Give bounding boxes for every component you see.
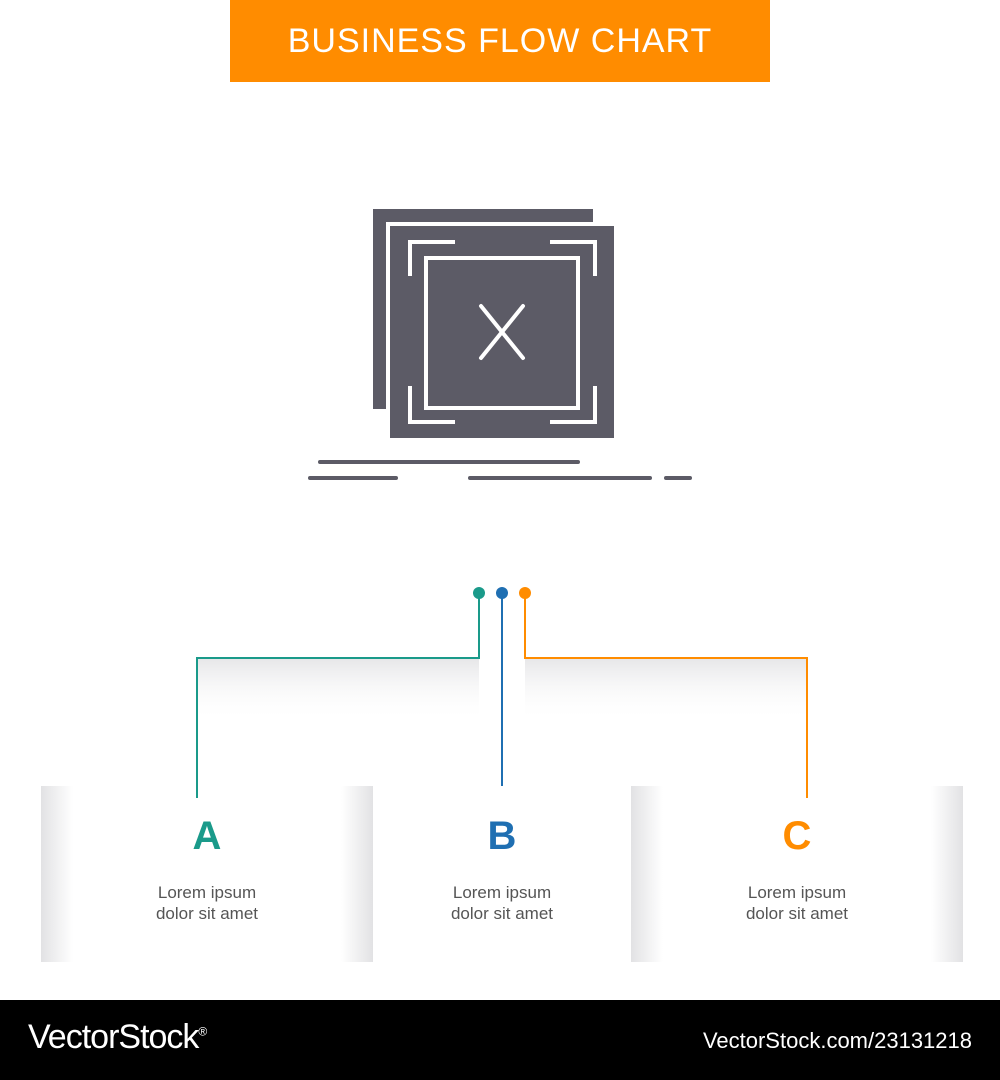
page-title: BUSINESS FLOW CHART <box>287 21 713 60</box>
connector-line-c <box>524 598 808 798</box>
option-text-a: Lorem ipsum dolor sit amet <box>41 882 373 924</box>
registered-mark: ® <box>198 1024 207 1039</box>
connector-dot-c <box>519 587 531 599</box>
option-text-line: Lorem ipsum <box>452 883 552 902</box>
option-panel-b: B Lorem ipsum dolor sit amet <box>373 786 631 962</box>
close-window-icon-graphic <box>308 209 692 480</box>
panel-shade <box>41 786 73 962</box>
option-text-c: Lorem ipsum dolor sit amet <box>631 882 963 924</box>
connector-dot-a <box>473 587 485 599</box>
x-mark <box>479 304 525 360</box>
connector-dot-b <box>496 587 508 599</box>
panel-shade <box>341 786 373 962</box>
option-text-b: Lorem ipsum dolor sit amet <box>373 882 631 924</box>
option-text-line: Lorem ipsum <box>157 883 257 902</box>
panel-shade <box>631 786 663 962</box>
option-letter-b: B <box>487 814 517 858</box>
option-letter-a: A <box>192 814 222 858</box>
close-window-icon <box>300 200 700 490</box>
option-text-line: Lorem ipsum <box>747 883 847 902</box>
option-text-line: dolor sit amet <box>745 904 849 923</box>
panel-shade <box>931 786 963 962</box>
option-panel-a: A Lorem ipsum dolor sit amet <box>41 786 373 962</box>
title-banner: BUSINESS FLOW CHART <box>230 0 770 82</box>
option-text-line: dolor sit amet <box>450 904 554 923</box>
watermark-footer: VectorStock® VectorStock.com/23131218 <box>0 1000 1000 1080</box>
underline-strokes <box>308 460 692 480</box>
footer-brand-name: VectorStock <box>28 1018 199 1056</box>
inner-box <box>424 256 580 410</box>
flow-connectors <box>196 587 808 798</box>
footer-brand: VectorStock® <box>28 1018 207 1057</box>
option-panel-c: C Lorem ipsum dolor sit amet <box>631 786 963 962</box>
connector-shadow-left <box>198 658 479 722</box>
option-text-line: dolor sit amet <box>155 904 259 923</box>
connector-line-a <box>196 598 480 798</box>
footer-image-id: VectorStock.com/23131218 <box>702 1028 972 1053</box>
corner-brackets <box>408 240 597 424</box>
option-letter-c: C <box>782 814 812 858</box>
connector-shadow-right <box>525 658 807 722</box>
